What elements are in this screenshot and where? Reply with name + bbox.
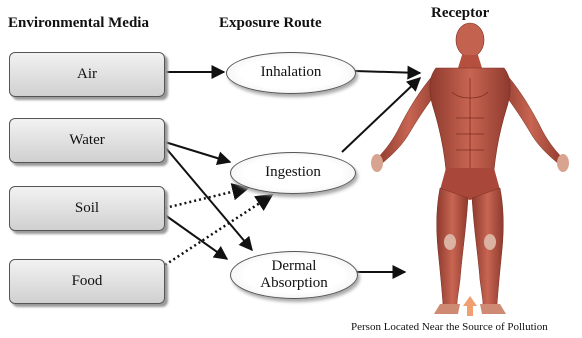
muscle-body-icon	[371, 23, 569, 314]
caption: Person Located Near the Source of Pollut…	[351, 321, 548, 333]
pointer-up-arrow	[463, 296, 477, 316]
